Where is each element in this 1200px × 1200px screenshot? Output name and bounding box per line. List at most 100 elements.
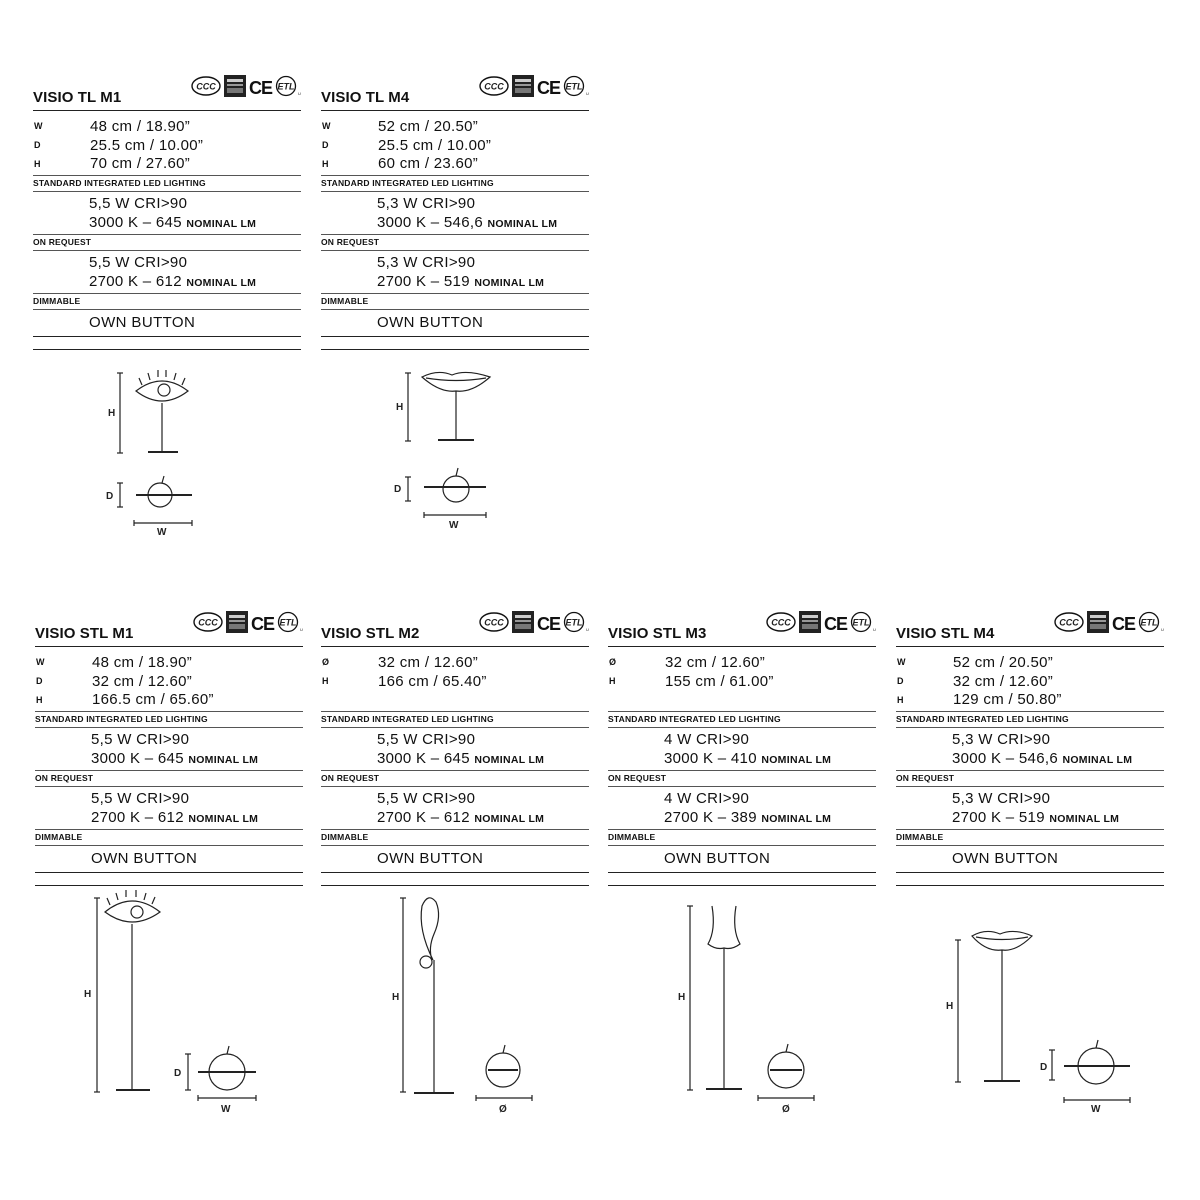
dimmable-heading: DIMMABLE [33, 294, 301, 311]
drawing-label-h: H [946, 1001, 953, 1012]
dimension-label: W [322, 121, 331, 132]
on-request-power: 5,5 W CRI>90 [377, 790, 476, 808]
standard-lighting-spec: 5,5 W CRI>90 3000 K – 645 NOMINAL LM [321, 728, 589, 772]
dimension-value: 32 cm / 12.60” [665, 653, 766, 671]
drawing-label-d: D [106, 491, 113, 502]
ce-cert-icon: CE [536, 78, 561, 98]
dimension-label: W [34, 121, 43, 132]
dimension-label: H [36, 694, 43, 705]
tuv-cert-icon [1086, 611, 1109, 638]
dimmable-heading: DIMMABLE [35, 830, 303, 847]
standard-temp-lumen: 3000 K – 546,6 NOMINAL LM [952, 750, 1133, 768]
on-request-spec: 5,3 W CRI>90 2700 K – 519 NOMINAL LM [896, 787, 1164, 831]
on-request-heading: ON REQUEST [608, 771, 876, 788]
dimension-label: D [322, 140, 329, 151]
product-card: VISIO TL M4 CCC CE ETLUS W 52 cm / 20.50”… [321, 75, 592, 351]
standard-power: 5,3 W CRI>90 [952, 731, 1051, 749]
svg-text:US: US [1161, 627, 1164, 632]
svg-text:ETL: ETL [566, 618, 583, 628]
ce-cert-icon: CE [248, 78, 273, 98]
certification-marks: CCC CE ETLUS [766, 611, 879, 638]
svg-text:US: US [586, 91, 589, 96]
standard-temp-lumen: 3000 K – 645 NOMINAL LM [89, 214, 257, 232]
dimension-value: 25.5 cm / 10.00” [90, 136, 204, 154]
certification-marks: CCC CE ETLUS [191, 75, 304, 102]
on-request-temp-lumen: 2700 K – 519 NOMINAL LM [952, 809, 1120, 827]
certification-marks: CCC CE ETLUS [479, 75, 592, 102]
divider [321, 873, 589, 887]
dimension-label: H [609, 676, 616, 687]
on-request-heading: ON REQUEST [321, 771, 589, 788]
dimmable-value: OWN BUTTON [608, 846, 876, 874]
dimension-label: D [34, 140, 41, 151]
drawing-visio-tl-m1: H D W [106, 370, 193, 538]
dimension-value: 32 cm / 12.60” [378, 653, 479, 671]
ccc-cert-icon: CCC [479, 612, 509, 637]
on-request-heading: ON REQUEST [33, 235, 301, 252]
etl-cert-icon: ETLUS [275, 75, 304, 102]
dimension-value: 32 cm / 12.60” [92, 672, 193, 690]
etl-cert-icon: ETLUS [563, 611, 592, 638]
dimmable-heading: DIMMABLE [321, 294, 589, 311]
product-name: VISIO TL M4 [321, 89, 410, 106]
drawing-visio-stl-m2: H Ø [392, 897, 533, 1115]
on-request-temp-lumen: 2700 K – 519 NOMINAL LM [377, 273, 545, 291]
drawing-label-w: W [221, 1104, 231, 1115]
product-card: VISIO STL M4 CCC CE ETLUS W52 cm / 20.50… [896, 611, 1167, 887]
dimension-row: H 129 cm / 50.80” [896, 690, 1164, 709]
drawing-label-h: H [84, 989, 91, 1000]
drawing-label-w: Ø [499, 1104, 507, 1115]
dimmable-heading: DIMMABLE [608, 830, 876, 847]
tuv-cert-icon [798, 611, 821, 638]
dimension-value: 52 cm / 20.50” [378, 117, 479, 135]
dimension-label: W [36, 657, 45, 668]
standard-lighting-heading: STANDARD INTEGRATED LED LIGHTING [35, 712, 303, 729]
standard-temp-lumen: 3000 K – 645 NOMINAL LM [377, 750, 545, 768]
on-request-spec: 4 W CRI>90 2700 K – 389 NOMINAL LM [608, 787, 876, 831]
ccc-cert-icon: CCC [193, 612, 223, 637]
standard-lighting-spec: 4 W CRI>90 3000 K – 410 NOMINAL LM [608, 728, 876, 772]
svg-text:CCC: CCC [1059, 618, 1079, 628]
card-header: VISIO STL M3 CCC CE ETLUS [608, 611, 879, 647]
card-header: VISIO STL M1 CCC CE ETLUS [35, 611, 306, 647]
divider [321, 337, 589, 351]
product-name: VISIO STL M4 [896, 625, 995, 642]
certification-marks: CCC CE ETLUS [479, 611, 592, 638]
dimension-value: 166 cm / 65.40” [378, 672, 487, 690]
standard-lighting-heading: STANDARD INTEGRATED LED LIGHTING [608, 712, 876, 729]
tuv-cert-icon [225, 611, 248, 638]
dimension-value: 129 cm / 50.80” [953, 691, 1062, 709]
divider [33, 337, 301, 351]
svg-text:US: US [873, 627, 876, 632]
dimension-label: H [897, 694, 904, 705]
svg-text:ETL: ETL [280, 618, 297, 628]
svg-text:CCC: CCC [484, 82, 504, 92]
dimension-label: W [897, 657, 906, 668]
dimmable-heading: DIMMABLE [321, 830, 589, 847]
etl-cert-icon: ETLUS [850, 611, 879, 638]
product-name: VISIO STL M3 [608, 625, 707, 642]
etl-cert-icon: ETLUS [1138, 611, 1167, 638]
standard-lighting-heading: STANDARD INTEGRATED LED LIGHTING [33, 176, 301, 193]
drawing-label-h: H [678, 992, 685, 1003]
on-request-heading: ON REQUEST [35, 771, 303, 788]
on-request-power: 5,5 W CRI>90 [91, 790, 190, 808]
standard-temp-lumen: 3000 K – 645 NOMINAL LM [91, 750, 259, 768]
product-card: VISIO TL M1 CCC CE ETLUS W48 cm / 18.90”… [33, 75, 304, 351]
certification-marks: CCC CE ETLUS [1054, 611, 1167, 638]
drawing-label-d: D [394, 484, 401, 495]
standard-power: 5,5 W CRI>90 [89, 195, 188, 213]
certification-marks: CCC CE ETLUS [193, 611, 306, 638]
svg-text:ETL: ETL [1141, 618, 1158, 628]
product-name: VISIO STL M1 [35, 625, 134, 642]
divider [35, 873, 303, 887]
